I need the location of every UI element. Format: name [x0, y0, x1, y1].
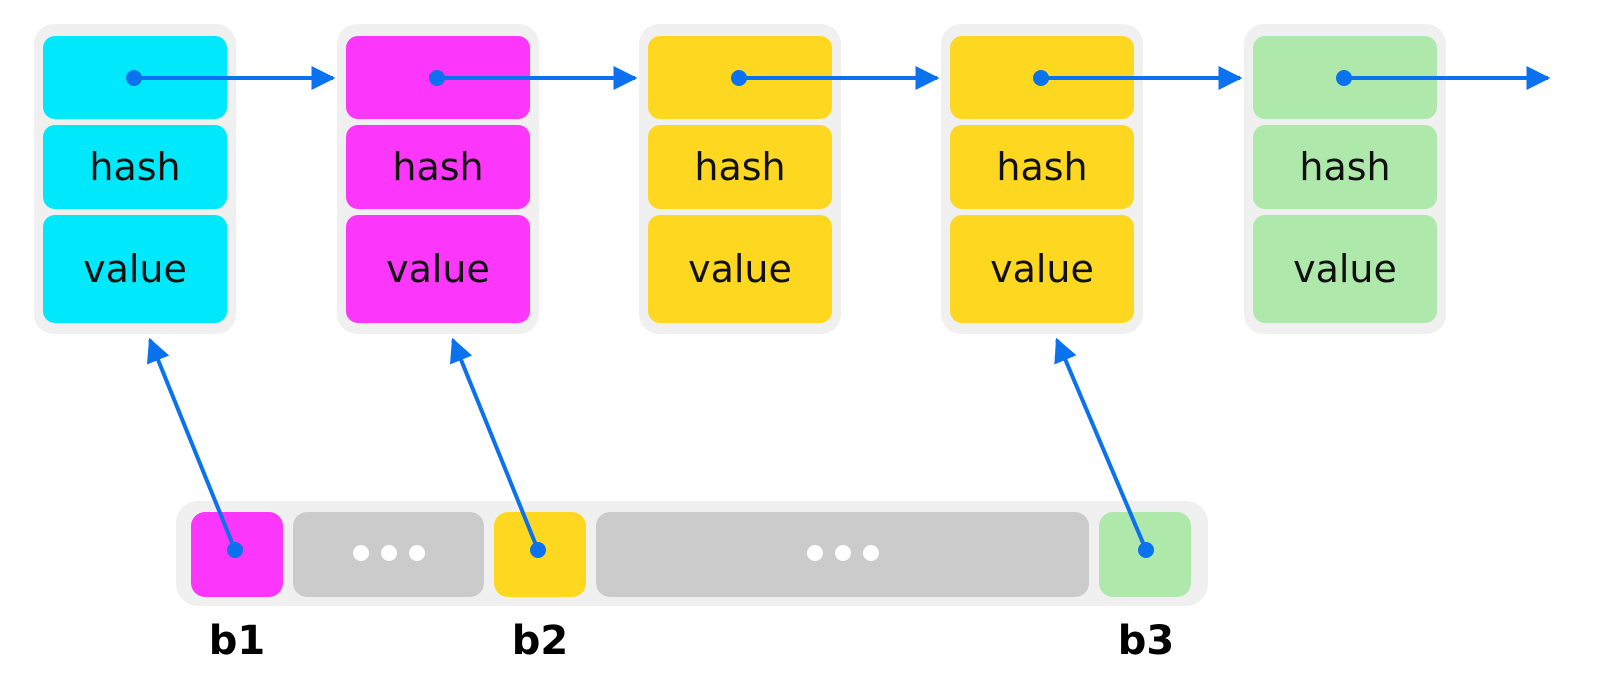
ellipsis-icon: [801, 544, 885, 565]
bucket-origin-dot: [530, 542, 546, 558]
bucket-origin-dot: [227, 542, 243, 558]
pointer-origin-dot: [1336, 70, 1352, 86]
bucket-label-b2: b2: [511, 618, 569, 664]
bucket-pointer-arrow: [449, 337, 540, 551]
list-node-4: hash value: [941, 24, 1143, 334]
bucket-pointer-arrow: [1054, 337, 1148, 551]
hash-cell: hash: [346, 125, 530, 209]
value-cell: value: [648, 215, 832, 323]
bucket-array: [176, 501, 1208, 606]
bucket-origin-dot: [1138, 542, 1154, 558]
hash-cell: hash: [648, 125, 832, 209]
bucket-label-b1: b1: [208, 618, 266, 664]
ellipsis-icon: [347, 544, 431, 565]
bucket-label-b3: b3: [1117, 618, 1175, 664]
pointer-origin-dot: [1033, 70, 1049, 86]
value-cell: value: [43, 215, 227, 323]
pointer-origin-dot: [126, 70, 142, 86]
pointer-origin-dot: [429, 70, 445, 86]
list-node-2: hash value: [337, 24, 539, 334]
bucket-gap-2: [596, 512, 1089, 597]
hash-cell: hash: [950, 125, 1134, 209]
value-cell: value: [1253, 215, 1437, 323]
hash-cell: hash: [43, 125, 227, 209]
hash-cell: hash: [1253, 125, 1437, 209]
pointer-origin-dot: [731, 70, 747, 86]
value-cell: value: [950, 215, 1134, 323]
bucket-pointer-arrow: [146, 337, 237, 551]
value-cell: value: [346, 215, 530, 323]
bucket-gap-1: [293, 512, 484, 597]
